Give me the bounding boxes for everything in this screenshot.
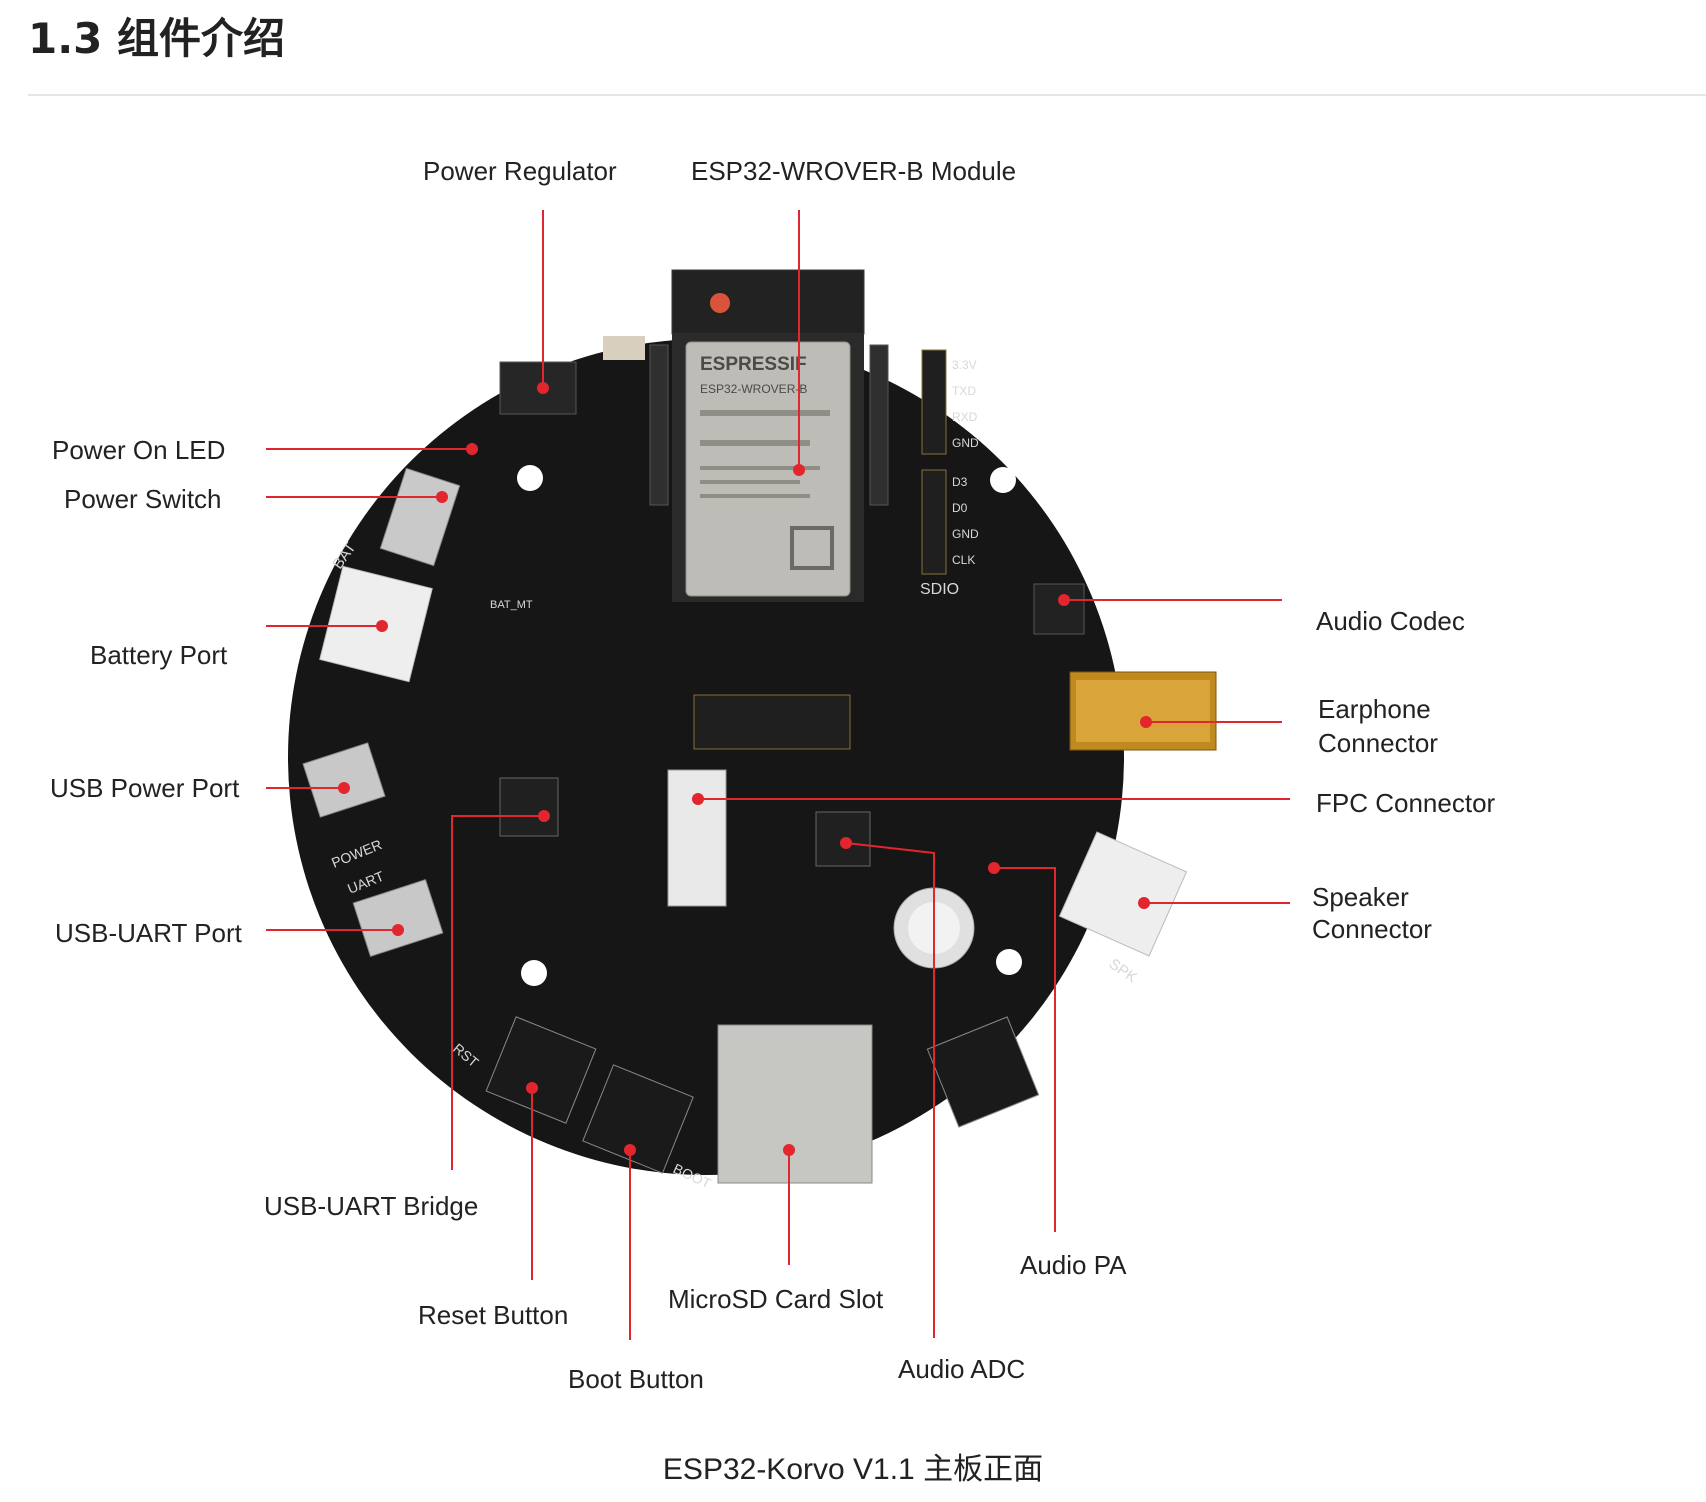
dot-power-regulator [537, 382, 549, 394]
earphone-connector-inner [1076, 680, 1210, 742]
usb-power-port-body [302, 742, 386, 818]
silk-d0: D0 [952, 501, 968, 515]
dot-microsd-slot [783, 1144, 795, 1156]
label-usb-power-port: USB Power Port [50, 773, 240, 803]
board-figure: ESPRESSIF ESP32-WROVER-B [0, 96, 1706, 1502]
battery-port-body [319, 565, 433, 683]
label-earphone-line1: Earphone [1318, 694, 1431, 724]
mounting-hole [996, 949, 1022, 975]
pcb-board: ESPRESSIF ESP32-WROVER-B [288, 269, 1217, 1192]
label-reset-button: Reset Button [418, 1300, 568, 1330]
silk-33v: 3.3V [952, 358, 977, 372]
audio-codec-chip [1033, 583, 1085, 635]
module-pins-right [869, 344, 889, 506]
label-fpc-connector: FPC Connector [1316, 788, 1496, 818]
silk-spk: SPK [1106, 955, 1140, 986]
label-usb-uart-bridge: USB-UART Bridge [264, 1191, 478, 1221]
label-boot-button: Boot Button [568, 1364, 704, 1394]
uart-header [921, 349, 947, 455]
dot-earphone-connector [1140, 716, 1152, 728]
dot-usb-uart-bridge [538, 810, 550, 822]
module-antenna [671, 269, 865, 335]
silk-sdio: SDIO [920, 581, 959, 598]
dot-esp32-module [793, 464, 805, 476]
mounting-hole [517, 465, 543, 491]
board-outline [288, 339, 1124, 1175]
sdio-header [921, 469, 947, 575]
dot-audio-pa [988, 862, 1000, 874]
board-diagram: ESPRESSIF ESP32-WROVER-B [50, 156, 1496, 1394]
dot-reset-button [526, 1082, 538, 1094]
pin-header [693, 694, 851, 750]
mic-button-body [926, 1016, 1040, 1128]
fpc-connector-body [667, 769, 727, 907]
figure-caption: ESP32-Korvo V1.1 主板正面 [662, 1453, 1044, 1486]
audio-adc-chip [815, 811, 871, 867]
silk-bat-mt: BAT_MT [490, 599, 533, 611]
label-power-on-led: Power On LED [52, 435, 225, 465]
section-heading: 1.3 组件介绍 [28, 14, 286, 63]
leader-usb-uart-bridge [451, 815, 544, 1170]
label-earphone-line2: Connector [1318, 728, 1438, 758]
dot-boot-button [624, 1144, 636, 1156]
module-print [700, 494, 810, 498]
heading-divider [28, 94, 1706, 96]
module-print [700, 440, 810, 446]
crystal [603, 336, 645, 360]
silk-rxd: RXD [952, 410, 978, 424]
dot-audio-codec [1058, 594, 1070, 606]
dot-usb-uart-port [392, 924, 404, 936]
microsd-slot-body [717, 1024, 873, 1184]
module-pins-left [649, 344, 669, 506]
label-audio-pa: Audio PA [1020, 1250, 1127, 1280]
boot-button-body [582, 1064, 694, 1174]
label-battery-port: Battery Port [90, 640, 228, 670]
module-brand: ESPRESSIF [700, 354, 807, 375]
leader-audio-pa [994, 867, 1056, 1232]
dot-power-on-led [466, 443, 478, 455]
esp32-module: ESPRESSIF ESP32-WROVER-B [649, 269, 889, 602]
module-qr [790, 526, 834, 570]
dot-audio-adc [840, 837, 852, 849]
module-print [700, 410, 830, 416]
dot-power-switch [436, 491, 448, 503]
mounting-hole [521, 960, 547, 986]
label-audio-adc: Audio ADC [898, 1354, 1025, 1384]
label-microsd-slot: MicroSD Card Slot [668, 1284, 884, 1314]
antenna-dot [710, 293, 730, 313]
silk-gnd: GND [952, 436, 979, 450]
dot-usb-power-port [338, 782, 350, 794]
module-print [700, 466, 820, 470]
silk-clk: CLK [952, 553, 975, 567]
label-esp32-module: ESP32-WROVER-B Module [691, 156, 1016, 186]
leader-audio-adc [845, 842, 935, 1338]
reset-button-body [485, 1016, 597, 1124]
module-model: ESP32-WROVER-B [700, 382, 807, 396]
label-speaker-line2: Connector [1312, 914, 1432, 944]
usb-uart-bridge-chip [499, 777, 559, 837]
label-usb-uart-port: USB-UART Port [55, 918, 243, 948]
label-speaker-line1: Speaker [1312, 882, 1409, 912]
dot-fpc-connector [692, 793, 704, 805]
leader-lines [266, 210, 1290, 1340]
silk-d3: D3 [952, 475, 968, 489]
label-power-switch: Power Switch [64, 484, 222, 514]
module-print [700, 480, 800, 484]
dot-battery-port [376, 620, 388, 632]
mounting-hole [990, 467, 1016, 493]
speaker-connector-body [1058, 831, 1188, 957]
dot-speaker-connector [1138, 897, 1150, 909]
label-power-regulator: Power Regulator [423, 156, 617, 186]
anchor-dots [338, 382, 1152, 1156]
callout-labels: Power Regulator ESP32-WROVER-B Module Po… [50, 156, 1496, 1394]
silk-gnd2: GND [952, 527, 979, 541]
silk-txd: TXD [952, 384, 976, 398]
label-audio-codec: Audio Codec [1316, 606, 1465, 636]
